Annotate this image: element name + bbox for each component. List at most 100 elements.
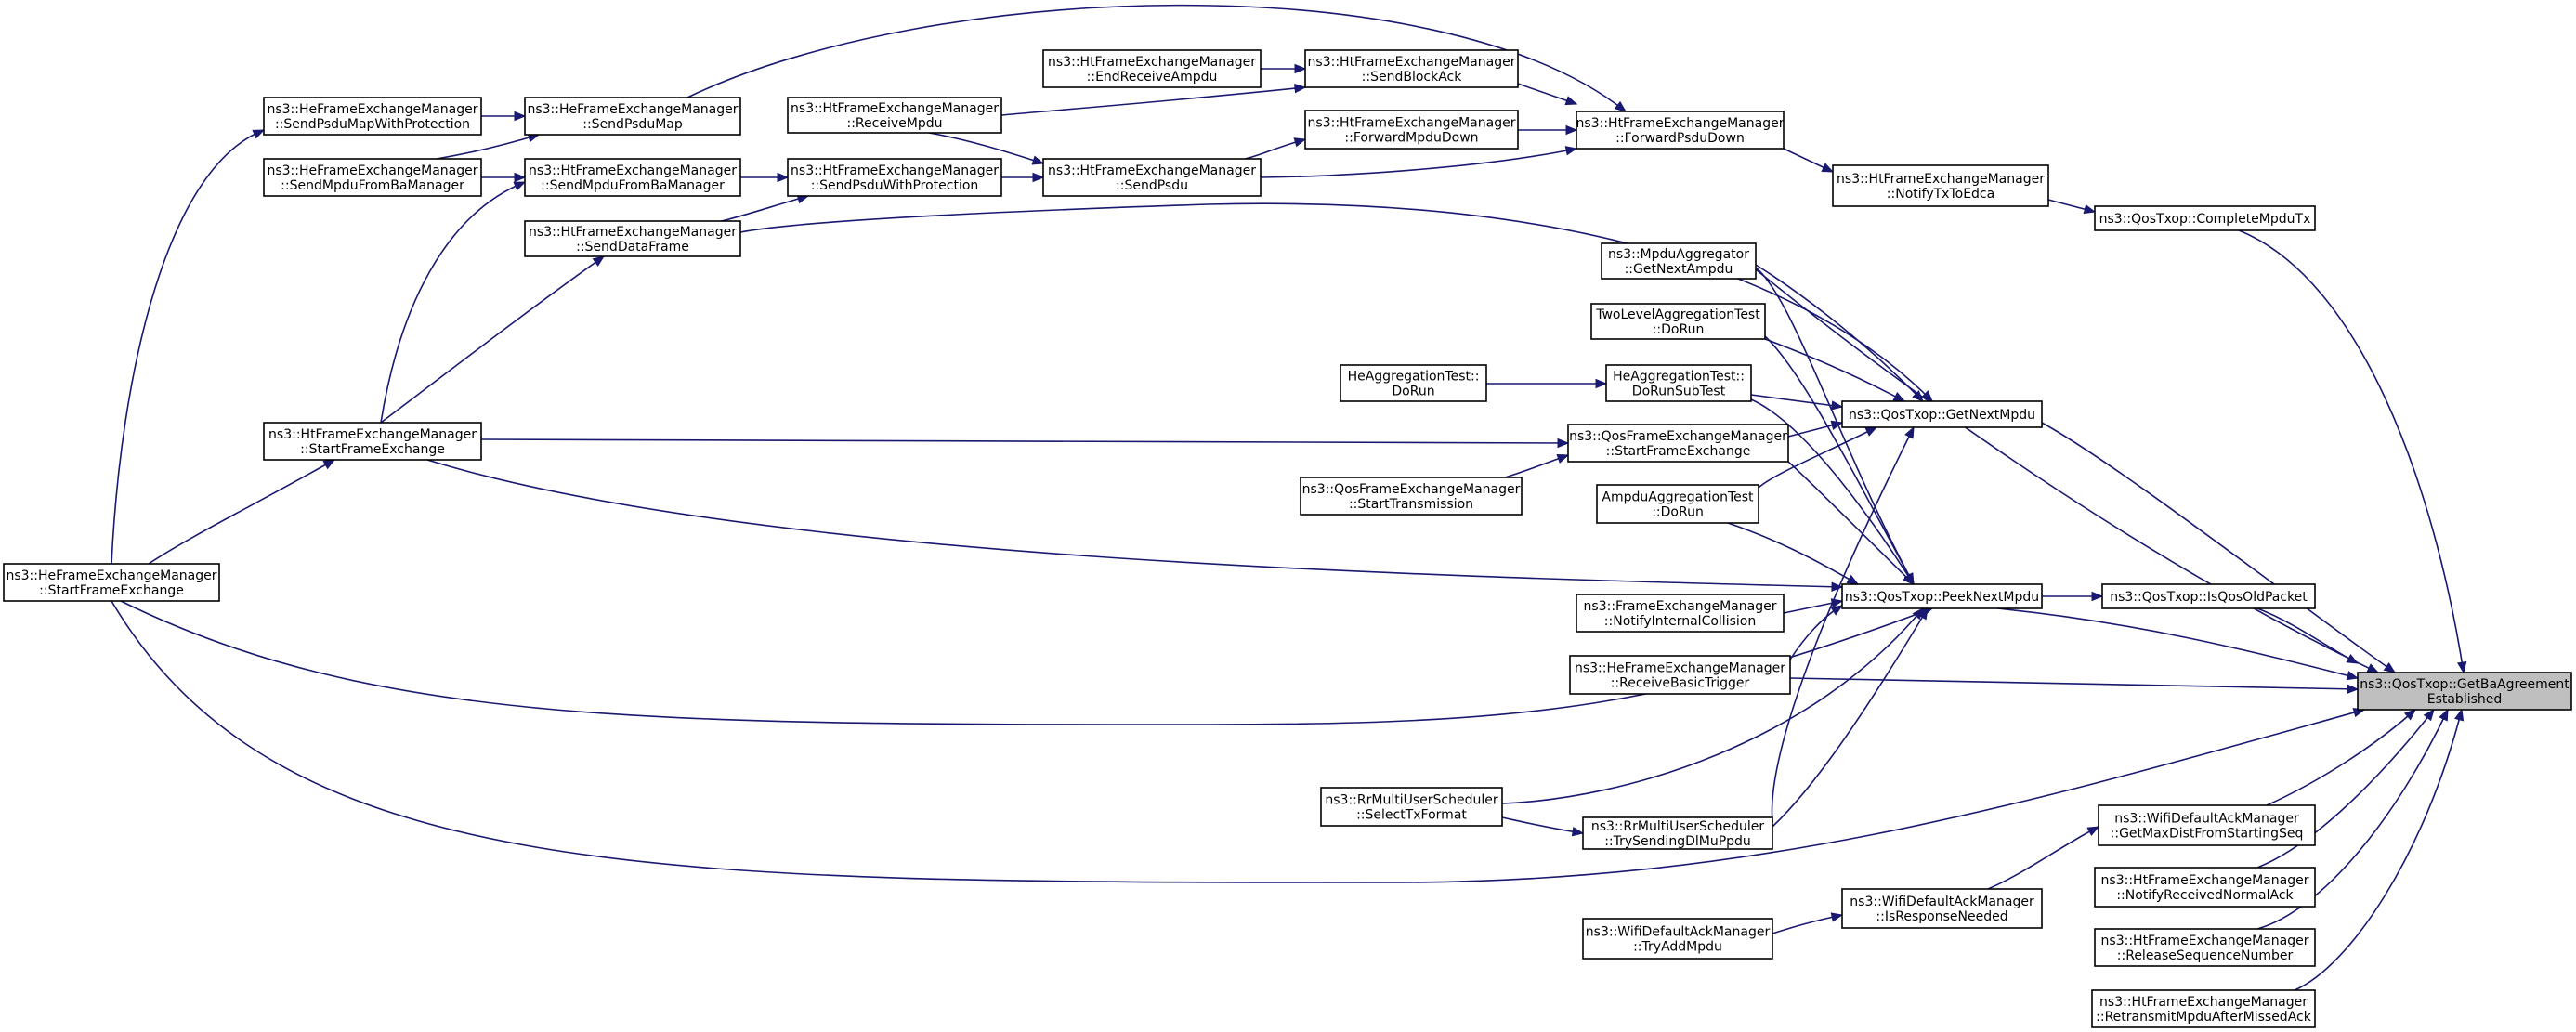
node-trySendingDlMuPpdu[interactable]: ns3::RrMultiUserScheduler::TrySendingDlM…	[1582, 816, 1773, 850]
node-getMaxDist[interactable]: ns3::WifiDefaultAckManager::GetMaxDistFr…	[2098, 804, 2316, 846]
arrowhead	[2454, 708, 2465, 722]
edge-sendMpduFromBaManagerHe-to-sendPsduMap	[436, 133, 541, 160]
node-label-line: ::ForwardMpduDown	[1344, 131, 1478, 146]
node-label-line: ns3::QosTxop::PeekNextMpdu	[1845, 590, 2039, 605]
node-label-line: TwoLevelAggregationTest	[1595, 307, 1760, 322]
node-isQosOldPacket[interactable]: ns3::QosTxop::IsQosOldPacket	[2101, 583, 2316, 609]
node-qosStartFrameExchange[interactable]: ns3::QosFrameExchangeManager::StartFrame…	[1567, 424, 1789, 463]
node-label-line: ::SendDataFrame	[576, 240, 689, 255]
node-twoLevelDoRun[interactable]: TwoLevelAggregationTest::DoRun	[1590, 303, 1766, 340]
node-label-line: ::DoRun	[1653, 322, 1705, 337]
arrowhead	[1904, 425, 1915, 439]
edge-qosStartFrameExchange-to-peekNextMpdu	[1787, 461, 1915, 585]
node-label-line: ns3::QosTxop::IsQosOldPacket	[2110, 590, 2308, 605]
arrowhead	[1830, 912, 1844, 922]
node-forwardPsduDown[interactable]: ns3::HtFrameExchangeManager::ForwardPsdu…	[1576, 111, 1785, 150]
node-sendPsdu[interactable]: ns3::HtFrameExchangeManager::SendPsdu	[1042, 158, 1262, 197]
node-label-line: AmpduAggregationTest	[1602, 490, 1754, 505]
node-label-line: ns3::HtFrameExchangeManager	[1837, 172, 2045, 187]
node-label-line: ns3::HtFrameExchangeManager	[2101, 873, 2309, 888]
edge-getNextAmpdu-to-getNextMpdu	[1755, 264, 1924, 402]
node-label-line: ns3::QosTxop::GetNextMpdu	[1849, 408, 2035, 423]
arrowhead	[1564, 146, 1578, 156]
arrowhead	[1564, 96, 1578, 106]
arrowhead	[2086, 826, 2100, 837]
node-label-line: ns3::RrMultiUserScheduler	[1591, 819, 1764, 834]
node-sendMpduFromBaManagerHt[interactable]: ns3::HtFrameExchangeManager::SendMpduFro…	[524, 158, 741, 197]
edge-heAggDoRun-to-heAggDoRunSubTest	[1486, 378, 1608, 389]
node-notifyReceivedNormalAck[interactable]: ns3::HtFrameExchangeManager::NotifyRecei…	[2094, 867, 2316, 908]
node-peekNextMpdu[interactable]: ns3::QosTxop::PeekNextMpdu	[1841, 583, 2043, 609]
node-sendMpduFromBaManagerHe[interactable]: ns3::HeFrameExchangeManager::SendMpduFro…	[263, 158, 482, 197]
arrowhead	[1571, 827, 1585, 837]
edge-htStartFrameExchange-to-qosStartFrameExchange	[480, 438, 1570, 449]
arrowhead	[2091, 591, 2104, 602]
edge-notifyTxToEdca-to-completeMpduTx	[2047, 199, 2097, 215]
edge-notifyReceivedNormalAck-to-target	[2256, 708, 2435, 869]
node-label-line: ns3::HtFrameExchangeManager	[529, 225, 737, 240]
node-notifyTxToEdca[interactable]: ns3::HtFrameExchangeManager::NotifyTxToE…	[1832, 164, 2049, 207]
node-label-line: ::RetransmitMpduAfterMissedAck	[2096, 1010, 2312, 1025]
node-heStartFrameExchange[interactable]: ns3::HeFrameExchangeManager::StartFrameE…	[3, 563, 220, 602]
edge-sendMpduFromBaManagerHe-to-sendMpduFromBaManagerHt	[481, 172, 527, 183]
edge-htStartFrameExchange-to-peekNextMpdu	[426, 459, 1844, 592]
node-isResponseNeeded[interactable]: ns3::WifiDefaultAckManager::IsResponseNe…	[1841, 888, 2043, 929]
node-receiveBasicTrigger[interactable]: ns3::HeFrameExchangeManager::ReceiveBasi…	[1569, 655, 1791, 695]
node-sendDataFrame[interactable]: ns3::HtFrameExchangeManager::SendDataFra…	[524, 220, 741, 257]
node-heAggDoRunSubTest[interactable]: HeAggregationTest::DoRunSubTest	[1605, 364, 1752, 402]
node-ampduDoRun[interactable]: AmpduAggregationTest::DoRun	[1596, 484, 1759, 524]
arrowhead	[1864, 426, 1878, 437]
node-sendPsduMapWithProtection[interactable]: ns3::HeFrameExchangeManager::SendPsduMap…	[263, 97, 482, 136]
arrowhead	[1595, 378, 1608, 389]
node-label-line: ::NotifyTxToEdca	[1887, 187, 1994, 202]
node-retransmitMpdu[interactable]: ns3::HtFrameExchangeManager::RetransmitM…	[2091, 989, 2316, 1028]
arrowhead	[252, 129, 266, 139]
node-label-line: ns3::HeFrameExchangeManager	[527, 102, 738, 117]
node-releaseSequenceNumber[interactable]: ns3::HtFrameExchangeManager::ReleaseSequ…	[2094, 928, 2316, 967]
node-sendPsduWithProtection[interactable]: ns3::HtFrameExchangeManager::SendPsduWit…	[787, 158, 1002, 197]
edge-sendPsdu-to-forwardMpduDown	[1244, 137, 1307, 160]
node-label-line: ns3::QosFrameExchangeManager	[1302, 482, 1521, 497]
node-tryAddMpdu[interactable]: ns3::WifiDefaultAckManager::TryAddMpdu	[1582, 918, 1773, 960]
edge-selectTxFormat-to-peekNextMpdu	[1501, 607, 1924, 804]
edge-isResponseNeeded-to-getMaxDist	[1987, 826, 2100, 890]
node-label-line: ::GetNextAmpdu	[1625, 262, 1733, 277]
node-sendBlockAck[interactable]: ns3::HtFrameExchangeManager::SendBlockAc…	[1304, 49, 1519, 88]
node-label-line: ns3::HtFrameExchangeManager	[2099, 995, 2308, 1010]
arrowhead	[2366, 663, 2380, 673]
node-notifyInternalCollision[interactable]: ns3::FrameExchangeManager::NotifyInterna…	[1576, 594, 1785, 633]
arrowhead	[513, 181, 527, 191]
node-sendPsduMap[interactable]: ns3::HeFrameExchangeManager::SendPsduMap	[524, 97, 741, 136]
node-htStartFrameExchange[interactable]: ns3::HtFrameExchangeManager::StartFrameE…	[263, 422, 482, 461]
node-label-line: ns3::FrameExchangeManager	[1584, 599, 1777, 614]
arrowhead	[1903, 573, 1915, 585]
node-label-line: DoRun	[1392, 385, 1434, 399]
node-label-line: ::ForwardPsduDown	[1615, 131, 1745, 146]
node-forwardMpduDown[interactable]: ns3::HtFrameExchangeManager::ForwardMpdu…	[1304, 110, 1519, 150]
node-heAggDoRun[interactable]: HeAggregationTest::DoRun	[1340, 364, 1487, 402]
edge-forwardMpduDown-to-forwardPsduDown	[1518, 124, 1578, 136]
node-endReceiveAmpdu[interactable]: ns3::HtFrameExchangeManager::EndReceiveA…	[1042, 49, 1262, 88]
edge-receiveBasicTrigger-to-peekNextMpdu	[1789, 605, 1844, 660]
node-label-line: ns3::HeFrameExchangeManager	[6, 568, 216, 583]
arrowhead	[1917, 607, 1929, 621]
node-label-line: ::NotifyInternalCollision	[1604, 614, 1756, 629]
edge-trySendingDlMuPpdu-to-peekNextMpdu	[1772, 607, 1929, 828]
node-selectTxFormat[interactable]: ns3::RrMultiUserScheduler::SelectTxForma…	[1320, 787, 1503, 827]
node-getNextAmpdu[interactable]: ns3::MpduAggregator::GetNextAmpdu	[1601, 242, 1757, 280]
node-startTransmission[interactable]: ns3::QosFrameExchangeManager::StartTrans…	[1300, 477, 1523, 516]
arrowhead	[2083, 204, 2097, 215]
edge-sendPsdu-to-forwardPsduDown	[1260, 146, 1578, 178]
arrowhead	[2346, 671, 2360, 681]
arrowhead	[1565, 124, 1578, 136]
node-getNextMpdu[interactable]: ns3::QosTxop::GetNextMpdu	[1841, 400, 2043, 428]
edge-forwardPsduDown-to-notifyTxToEdca	[1783, 148, 1835, 173]
node-receiveMpdu[interactable]: ns3::HtFrameExchangeManager::ReceiveMpdu	[787, 97, 1002, 134]
arrowhead	[1892, 391, 1906, 402]
edge-completeMpduTx-to-target	[2238, 229, 2467, 674]
node-label-line: ns3::HeFrameExchangeManager	[267, 102, 477, 117]
node-completeMpduTx[interactable]: ns3::QosTxop::CompleteMpduTx	[2094, 205, 2316, 231]
edge-peekNextMpdu-to-isQosOldPacket	[2042, 591, 2104, 602]
node-label-line: ::DoRun	[1652, 505, 1704, 520]
edge-releaseSequenceNumber-to-target	[2256, 708, 2449, 930]
